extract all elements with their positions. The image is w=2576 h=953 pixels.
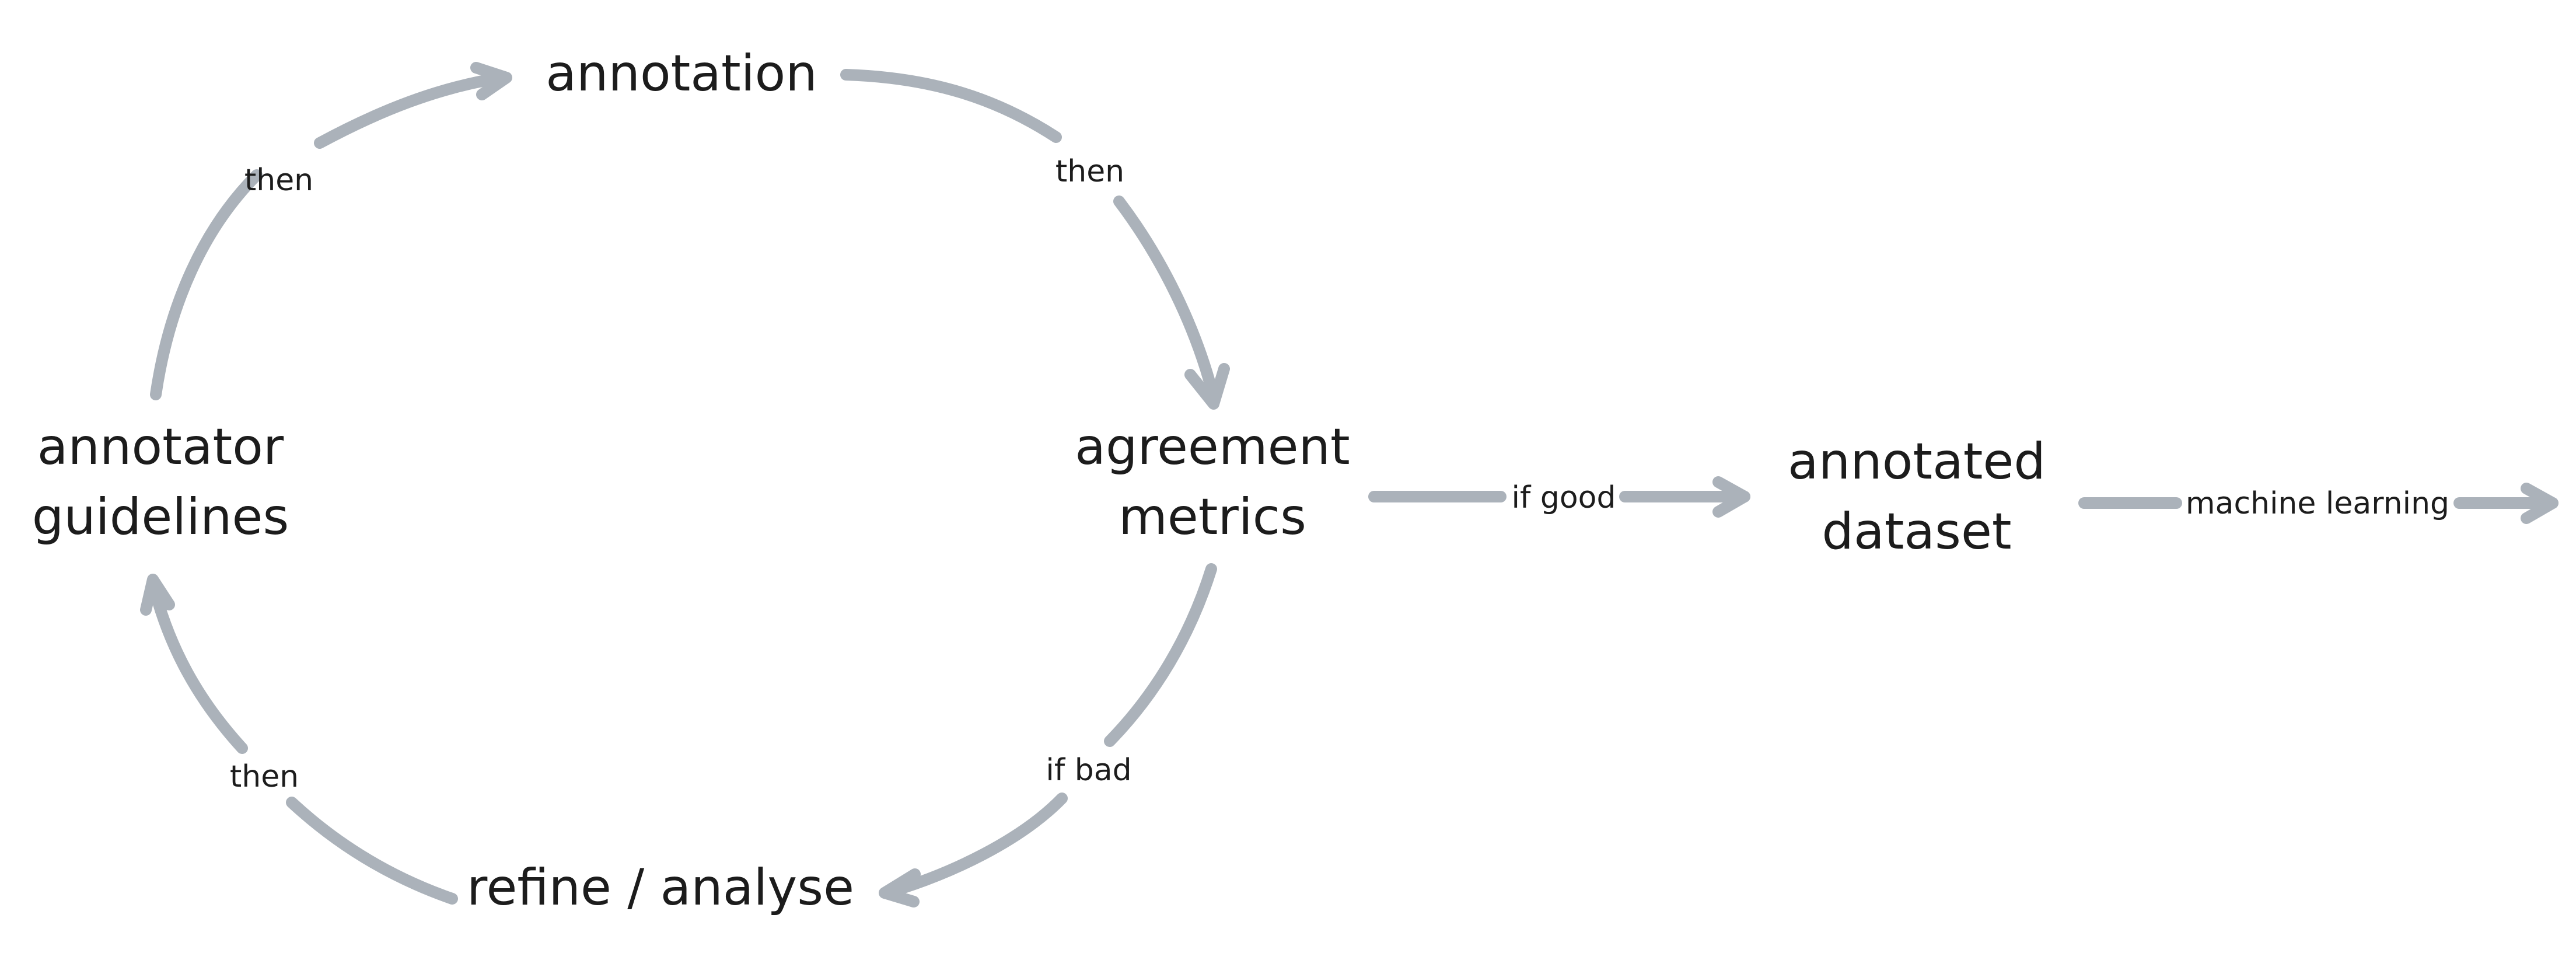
edge-metrics-to-dataset: if good bbox=[1368, 476, 1750, 518]
edge-line bbox=[286, 797, 458, 905]
node-label-line-1: annotator bbox=[37, 418, 284, 476]
node-label-line-2: metrics bbox=[1119, 488, 1306, 546]
edge-refine-to-guidelines: then bbox=[140, 574, 458, 905]
node-label-line-1: annotated bbox=[1788, 432, 2046, 491]
node-agreement-metrics: agreement metrics bbox=[1075, 418, 1350, 546]
arrowhead-icon bbox=[879, 868, 921, 907]
edge-line bbox=[1113, 196, 1219, 403]
node-refine-analyse: refine / analyse bbox=[467, 858, 854, 917]
edge-line bbox=[1104, 563, 1217, 747]
node-label: annotation bbox=[546, 44, 817, 103]
edge-dataset-to-ml: machine learning bbox=[2078, 483, 2558, 524]
node-label-line-2: dataset bbox=[1822, 502, 2011, 561]
edge-line bbox=[150, 169, 263, 400]
node-label-line-1: agreement bbox=[1075, 418, 1350, 476]
edge-metrics-to-refine: if bad bbox=[879, 563, 1217, 907]
edge-line bbox=[314, 72, 508, 149]
arrowhead-icon bbox=[1184, 363, 1230, 410]
edge-label-machine-learning: machine learning bbox=[2186, 486, 2449, 521]
edge-label-then: then bbox=[244, 163, 313, 198]
edge-line bbox=[148, 580, 248, 754]
node-annotation: annotation bbox=[546, 44, 817, 103]
node-annotated-dataset: annotated dataset bbox=[1788, 432, 2046, 561]
edge-label-then: then bbox=[230, 759, 299, 794]
arrowhead-icon bbox=[2521, 483, 2558, 524]
edge-label-if-good: if good bbox=[1512, 480, 1616, 515]
arrowhead-icon bbox=[1712, 476, 1750, 518]
edge-label-if-bad: if bad bbox=[1046, 753, 1131, 788]
edge-guidelines-to-annotation: then bbox=[150, 62, 512, 400]
edge-line bbox=[881, 793, 1068, 899]
node-label-line-2: guidelines bbox=[32, 488, 289, 546]
node-annotator-guidelines: annotator guidelines bbox=[32, 418, 289, 546]
arrowhead-icon bbox=[140, 574, 175, 616]
edge-annotation-to-metrics: then bbox=[840, 69, 1230, 410]
edge-line bbox=[840, 69, 1062, 143]
edge-label-then: then bbox=[1055, 154, 1124, 189]
node-label: refine / analyse bbox=[467, 858, 854, 917]
arrowhead-icon bbox=[470, 62, 512, 100]
